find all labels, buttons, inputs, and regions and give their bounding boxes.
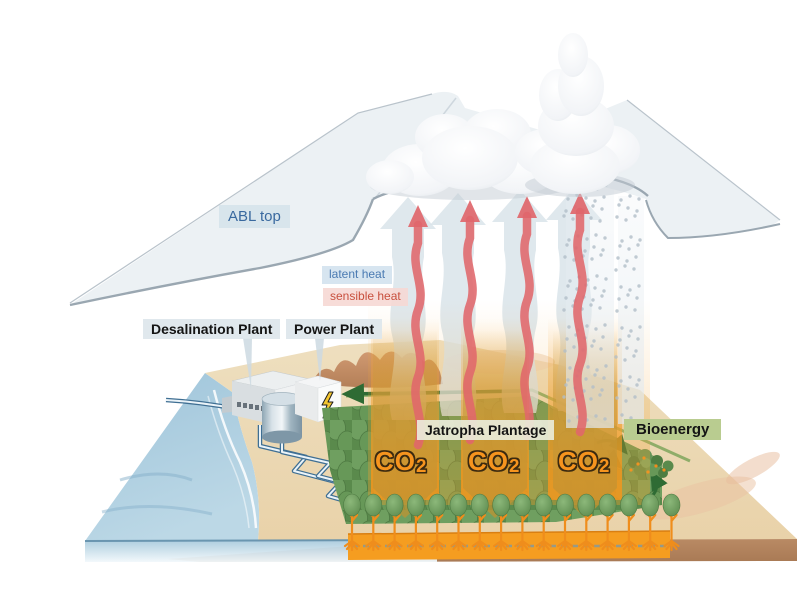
bioenergy-label: Bioenergy: [624, 419, 722, 441]
ocean-wave-streak: [101, 504, 213, 516]
cumulus-cloud-tower: [515, 33, 640, 197]
label-leader-lines: [243, 338, 324, 389]
rain-droplets: [562, 183, 642, 423]
rain-shaft: [562, 182, 644, 428]
abl-top-label: ABL top: [219, 205, 290, 229]
latent-heat-label: latent heat: [322, 266, 393, 284]
co2-label-1: CO2: [375, 446, 428, 476]
ocean-wave-streak: [119, 472, 193, 482]
sensible-heat-label: sensible heat: [323, 288, 408, 306]
jatropha-plantage-label: Jatropha Plantage: [417, 420, 555, 441]
cumulus-cloud-flat: [366, 109, 570, 200]
shoreline-foam: [212, 389, 258, 529]
shoreline-foam: [207, 395, 250, 529]
ocean: [85, 373, 260, 541]
sand-dune-shading: [726, 451, 780, 485]
clouds: [366, 33, 640, 200]
co2-label-2: CO2: [468, 446, 521, 476]
power-plant-label: Power Plant: [286, 319, 383, 340]
desalination-plant-label: Desalination Plant: [143, 319, 281, 340]
co2-label-3: CO2: [558, 446, 611, 476]
